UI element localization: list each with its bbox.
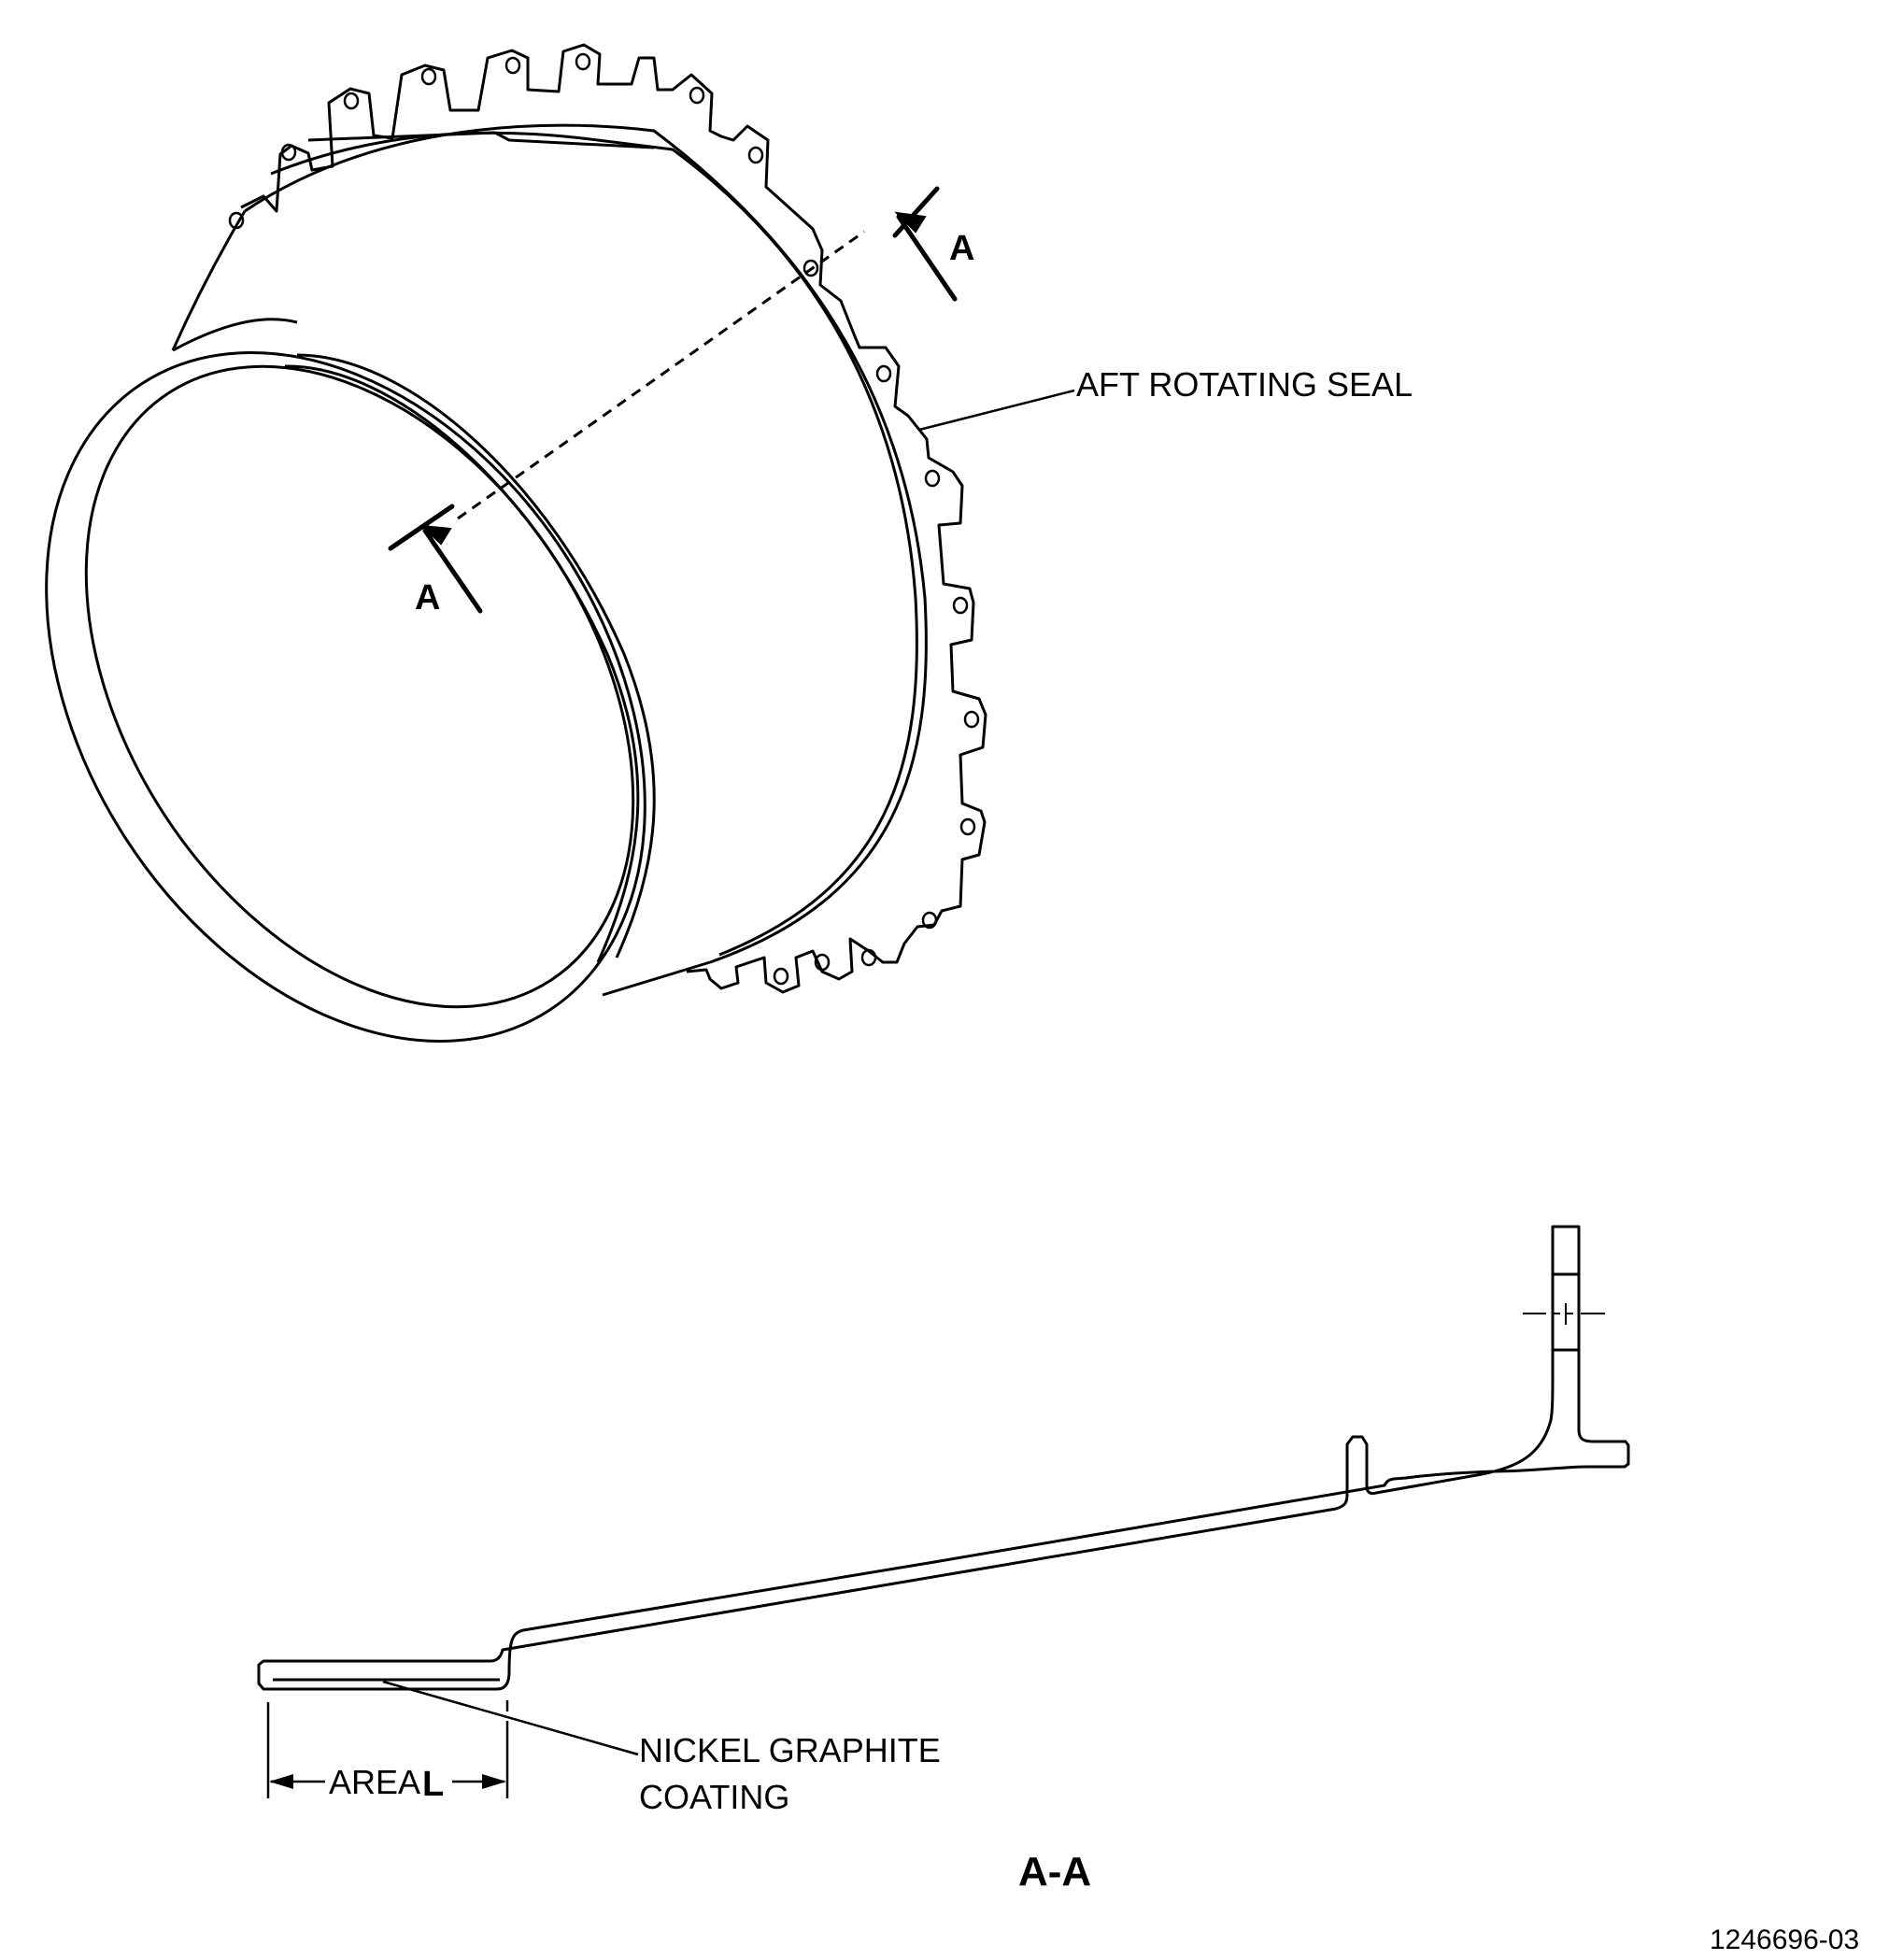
section-arrowhead [419, 524, 452, 546]
cone-outer-edge [171, 210, 247, 351]
bolt-hole [773, 967, 789, 986]
section-profile-outline [257, 1225, 1630, 1691]
dimension-arrow-right [482, 1774, 506, 1789]
bolt-hole [814, 953, 831, 972]
section-marker-bar [892, 186, 940, 238]
section-title: A-A [1018, 1849, 1091, 1895]
area-label-prefix: AREA [329, 1763, 420, 1801]
bolt-hole [343, 92, 360, 110]
coating-leader [382, 1680, 639, 1756]
part-name-leader [918, 389, 1075, 432]
hole-centerline [1523, 1303, 1605, 1325]
bolt-hole [963, 710, 980, 729]
section-cut-line [457, 230, 865, 520]
section-marker-bar [388, 504, 455, 551]
section-marker-label-top: A [949, 229, 974, 268]
cone-lower-edge [602, 960, 711, 997]
seal-flange-outline [240, 43, 987, 994]
bolt-hole [575, 52, 591, 71]
bolt-hole [959, 817, 976, 836]
figure-number: 1246696-03 [1710, 1924, 1859, 1955]
section-marker-label-bottom: A [415, 578, 440, 618]
bolt-hole [280, 143, 297, 162]
section-arrowhead [894, 211, 927, 234]
flange-inner-ring [244, 123, 928, 964]
bolt-hole [802, 259, 819, 277]
bolt-hole [504, 56, 521, 75]
section-marker-top [892, 186, 958, 302]
section-arrow-shaft [422, 528, 483, 614]
flange-bolt-holes [228, 52, 980, 986]
coating-label-line1: NICKEL GRAPHITE [639, 1731, 941, 1769]
bolt-hole [875, 364, 892, 383]
coating-label-line2: COATING [639, 1778, 789, 1816]
dimension-arrow-left [269, 1774, 293, 1789]
flange-inner-ring-2 [270, 131, 918, 957]
bolt-hole [924, 469, 941, 488]
section-marker-bottom [388, 504, 483, 614]
lip-outer-ellipse [45, 350, 646, 1044]
bolt-hole [921, 911, 938, 930]
part-name-label: AFT ROTATING SEAL [1076, 365, 1413, 404]
bolt-hole [420, 67, 437, 86]
bolt-hole [860, 948, 877, 967]
area-dimension [266, 1700, 509, 1798]
bore-top-edge [172, 318, 298, 352]
section-arrow-shaft [896, 214, 958, 302]
bore-inner-arc-2 [296, 353, 656, 959]
bore-inner-arc [284, 364, 640, 963]
bolt-hole [952, 596, 969, 615]
bolt-hole [689, 86, 705, 105]
seal-isometric-view [45, 43, 987, 1044]
section-profile [257, 1225, 1630, 1691]
bolt-hole [747, 146, 764, 164]
area-label-letter: L [422, 1765, 444, 1804]
flange-step-line [307, 131, 655, 149]
